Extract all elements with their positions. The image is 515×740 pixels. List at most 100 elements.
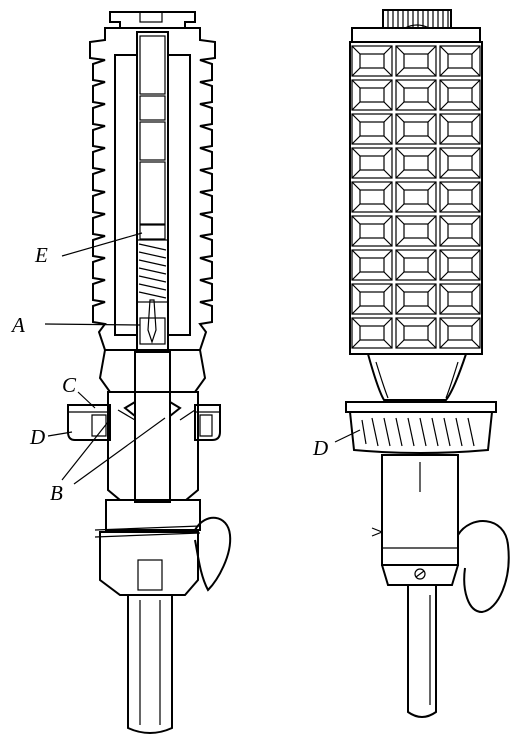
head-segment-face — [403, 189, 429, 205]
section-view: E A C D B — [10, 11, 232, 734]
top-cap — [109, 11, 196, 29]
neck — [98, 349, 207, 393]
head-segment-face — [447, 223, 473, 239]
segmented-head — [349, 41, 483, 355]
head-segment-face — [403, 53, 429, 69]
head-segment — [395, 317, 437, 349]
label-C-text: C — [62, 373, 77, 397]
head-segment-bevel — [439, 249, 481, 281]
lower-body — [105, 391, 201, 531]
head-segment-face — [447, 87, 473, 103]
head-segment-bevel — [439, 283, 481, 315]
label-A: A — [10, 313, 141, 337]
head-segment — [439, 317, 481, 349]
waist — [366, 353, 468, 401]
head-segment — [395, 181, 437, 213]
head-segment-bevel — [351, 181, 393, 213]
head-segment — [395, 113, 437, 145]
striker-pin — [139, 299, 166, 345]
head-segment-bevel — [351, 317, 393, 349]
head-segment-bevel — [395, 147, 437, 179]
head-segment-face — [359, 189, 385, 205]
head-segment-face — [403, 121, 429, 137]
head-segment — [395, 283, 437, 315]
head-segment — [439, 215, 481, 247]
head-segment-face — [359, 155, 385, 171]
cord-loop-right — [457, 520, 510, 614]
wooden-stick-right — [407, 585, 437, 718]
head-segment-bevel — [351, 147, 393, 179]
head-segment-face — [359, 325, 385, 341]
label-E: E — [34, 232, 143, 267]
head-segment-face — [403, 325, 429, 341]
head-segment-face — [359, 53, 385, 69]
head-segment-face — [447, 257, 473, 273]
label-A-text: A — [10, 313, 25, 337]
head-segment — [439, 249, 481, 281]
head-segment-bevel — [439, 215, 481, 247]
head-segment-face — [403, 87, 429, 103]
head-segment-face — [447, 155, 473, 171]
head-segment-face — [403, 155, 429, 171]
head-segment — [439, 147, 481, 179]
head-segment-bevel — [439, 181, 481, 213]
wooden-stick — [127, 595, 173, 734]
head-segment-bevel — [395, 45, 437, 77]
head-segment — [395, 147, 437, 179]
head-segment-bevel — [439, 147, 481, 179]
serrated-body — [89, 27, 216, 353]
head-segment — [351, 249, 393, 281]
head-segment-face — [403, 291, 429, 307]
head-segment — [439, 45, 481, 77]
head-segment — [351, 113, 393, 145]
head-segment-bevel — [395, 249, 437, 281]
head-segment — [439, 283, 481, 315]
cord-loop — [194, 516, 232, 592]
label-D-left: D — [29, 425, 73, 449]
head-segment-bevel — [439, 113, 481, 145]
head-segment — [395, 79, 437, 111]
head-segment-bevel — [351, 45, 393, 77]
firing-spring — [136, 239, 169, 303]
head-segment-bevel — [439, 45, 481, 77]
exterior-view: D — [312, 9, 510, 718]
head-segment — [351, 45, 393, 77]
label-D-right-text: D — [312, 436, 328, 460]
head-segment — [351, 215, 393, 247]
head-segment-bevel — [395, 283, 437, 315]
collar-right — [345, 401, 497, 454]
head-segment-face — [447, 121, 473, 137]
head-segment-face — [359, 257, 385, 273]
label-C: C — [62, 373, 96, 409]
head-segment-face — [447, 325, 473, 341]
handle-socket — [94, 525, 201, 596]
label-B-text: B — [50, 481, 63, 505]
head-segment-bevel — [351, 249, 393, 281]
detonator-tube — [139, 35, 166, 240]
label-B: B — [50, 417, 166, 505]
head-segment-bevel — [395, 215, 437, 247]
head-segment — [351, 181, 393, 213]
head-segment-bevel — [439, 79, 481, 111]
head-segment-bevel — [351, 113, 393, 145]
head-segment-bevel — [351, 283, 393, 315]
knurled-cap — [351, 9, 481, 43]
label-D-right: D — [312, 429, 361, 460]
head-segment — [351, 283, 393, 315]
head-segment-face — [403, 257, 429, 273]
head-segment-face — [447, 291, 473, 307]
label-E-text: E — [34, 243, 48, 267]
head-segment-face — [359, 291, 385, 307]
head-segment — [395, 249, 437, 281]
head-segment — [395, 215, 437, 247]
head-segment — [351, 317, 393, 349]
head-segment-face — [447, 53, 473, 69]
head-segment — [395, 45, 437, 77]
label-D-left-text: D — [29, 425, 45, 449]
head-segment-bevel — [351, 215, 393, 247]
head-segment — [439, 113, 481, 145]
head-segment-bevel — [395, 79, 437, 111]
head-segment — [439, 79, 481, 111]
head-segment — [439, 181, 481, 213]
head-segment-face — [359, 87, 385, 103]
